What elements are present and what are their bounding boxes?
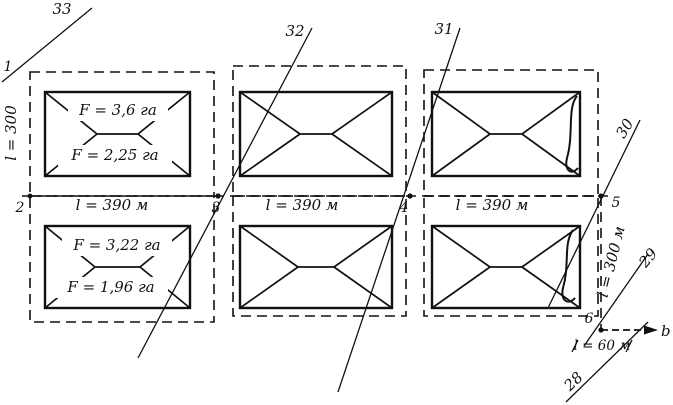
length-bottom-offset: l = 60 м bbox=[574, 338, 631, 354]
area-bottom-left-upper: F = 3,22 га bbox=[72, 236, 160, 254]
arrowhead bbox=[644, 325, 658, 335]
survey-line-32 bbox=[137, 27, 313, 359]
boundary-bottom-right bbox=[423, 195, 599, 317]
plow-hook-bottom-right bbox=[561, 229, 576, 303]
survey-line-32-label: 32 bbox=[285, 22, 304, 40]
direction-arrow bbox=[571, 325, 658, 353]
length-span-2-3: l = 390 м bbox=[76, 196, 149, 214]
label-backgrounds bbox=[54, 100, 172, 298]
survey-line-33 bbox=[1, 7, 93, 83]
point-3-label: 3 bbox=[212, 200, 221, 216]
survey-line-31-label: 31 bbox=[434, 20, 453, 38]
point-1-label: 1 bbox=[4, 59, 13, 75]
point-dot-4 bbox=[407, 193, 413, 199]
point-4-label: 4 bbox=[399, 200, 409, 216]
point-dot-3 bbox=[215, 193, 221, 199]
survey-line-33-label: 33 bbox=[52, 0, 71, 18]
area-bottom-left-lower: F = 1,96 га bbox=[66, 278, 154, 296]
tick-60m-left bbox=[571, 339, 579, 353]
point-dot-5 bbox=[598, 193, 604, 199]
boundary-bottom-left bbox=[29, 195, 215, 323]
dashed-boundaries bbox=[22, 65, 612, 330]
direction-b-label: b bbox=[661, 322, 671, 340]
length-span-4-5: l = 390 м bbox=[456, 196, 529, 214]
survey-line-28-label: 28 bbox=[560, 368, 587, 395]
plot-bottom-right bbox=[430, 224, 582, 310]
survey-line-28 bbox=[565, 321, 649, 403]
length-left-side: l = 300 bbox=[2, 105, 20, 161]
point-5-label: 5 bbox=[612, 195, 621, 211]
survey-lines bbox=[1, 7, 649, 403]
area-top-left-lower: F = 2,25 га bbox=[70, 146, 158, 164]
survey-line-29 bbox=[583, 253, 649, 347]
plot-top-right bbox=[430, 90, 582, 178]
field-plots bbox=[43, 90, 582, 310]
length-right-side: l = 300 м bbox=[594, 224, 629, 299]
plot-top-middle bbox=[238, 90, 394, 178]
survey-line-30-label: 30 bbox=[612, 115, 638, 141]
survey-line-31 bbox=[337, 27, 461, 393]
survey-line-30 bbox=[547, 119, 641, 309]
point-dot-2 bbox=[27, 193, 33, 199]
point-2-label: 2 bbox=[15, 200, 25, 216]
tick-60m-right bbox=[625, 339, 633, 353]
point-dots bbox=[27, 193, 604, 333]
plot-bottom-middle bbox=[238, 224, 394, 310]
point-6-label: 6 bbox=[585, 311, 594, 327]
length-span-3-4: l = 390 м bbox=[266, 196, 339, 214]
boundary-bottom-middle bbox=[232, 195, 407, 317]
labels: 33 32 31 30 29 28 1 2 3 4 5 6 F = 3,6 га… bbox=[2, 0, 671, 395]
plow-hook-top-right bbox=[565, 95, 579, 173]
area-top-left-upper: F = 3,6 га bbox=[78, 101, 157, 119]
